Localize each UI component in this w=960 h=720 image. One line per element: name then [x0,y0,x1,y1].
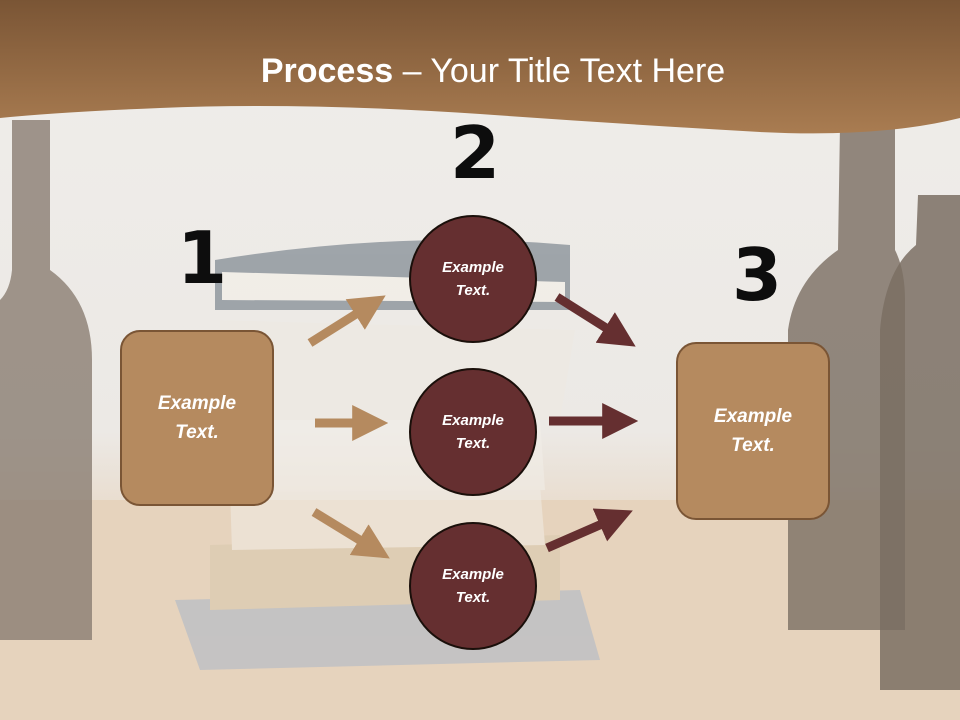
arrow-from-circle-bottom [545,508,633,553]
step-1-label: Example Text. [157,393,237,443]
circle-middle-label: Example Text. [442,412,504,452]
arrow-to-circle-bottom [311,508,390,559]
title-rest: – Your Title Text Here [393,52,726,90]
title-bold: Process [260,52,394,90]
circle-bottom: Example Text. [409,522,537,650]
step-3-label: Example Text. [713,406,793,456]
slide-title: Process – Your Title Text Here [0,52,960,91]
arrow-from-circle-top [554,293,636,347]
circle-top-label: Example Text. [442,259,504,299]
step-number-2: 2 [450,111,501,195]
arrow-to-circle-top [307,295,386,347]
circle-middle: Example Text. [409,368,537,496]
title-banner [0,0,960,134]
step-1-box: Example Text. [120,330,274,506]
step-number-3: 3 [732,233,783,317]
circle-bottom-label: Example Text. [442,566,504,606]
step-number-1: 1 [177,216,228,300]
circle-top: Example Text. [409,215,537,343]
step-3-box: Example Text. [676,342,830,520]
